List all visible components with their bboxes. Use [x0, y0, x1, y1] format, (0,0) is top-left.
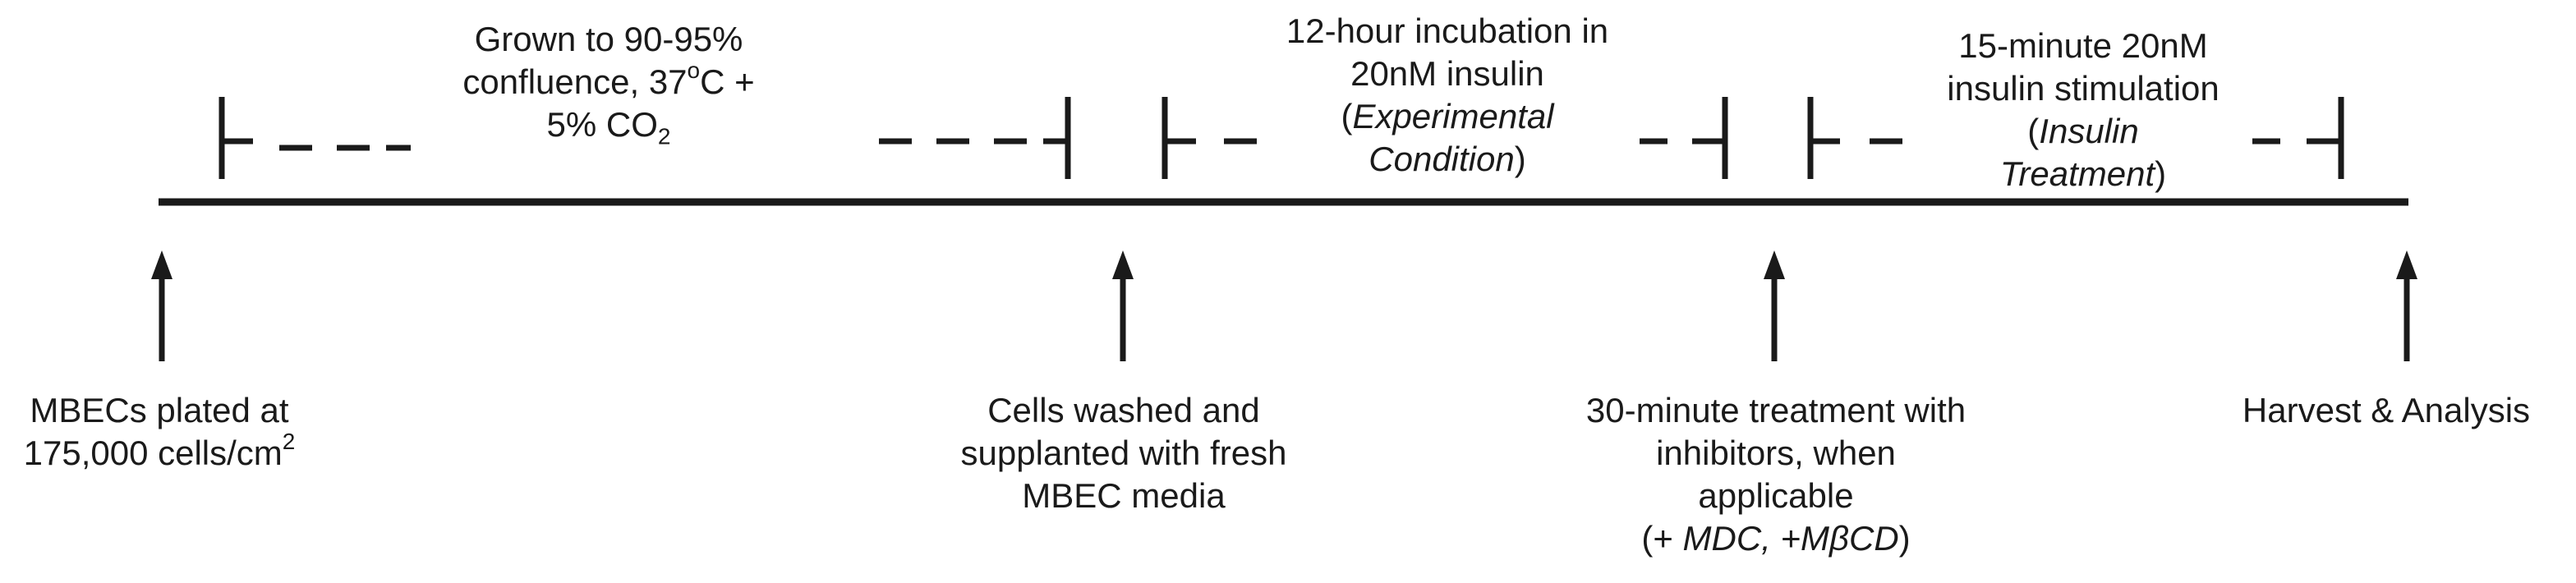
event-label-plating: MBECs plated at 175,000 cells/cm2	[23, 391, 296, 472]
phase-bracket-stimulation	[1807, 97, 2344, 179]
phase-bracket-growth	[218, 97, 1071, 179]
phase-label-incubation: 12-hour incubation in 20nM insulin (Expe…	[1286, 11, 1609, 178]
event-arrow-harvest	[2396, 250, 2417, 361]
event-label-inhibitors: 30-minute treatment with inhibitors, whe…	[1585, 391, 1966, 558]
phase-label-growth: Grown to 90-95% confluence, 37oC + 5% CO…	[462, 20, 755, 149]
event-label-wash: Cells washed and supplanted with fresh M…	[960, 391, 1287, 515]
event-arrow-inhibitors	[1764, 250, 1785, 361]
event-label-harvest: Harvest & Analysis	[2242, 391, 2531, 429]
phase-bracket-incubation	[1162, 97, 1728, 179]
event-arrow-wash	[1112, 250, 1134, 361]
event-arrow-plating	[151, 250, 172, 361]
phase-label-stimulation: 15-minute 20nM insulin stimulation (Insu…	[1947, 26, 2220, 193]
